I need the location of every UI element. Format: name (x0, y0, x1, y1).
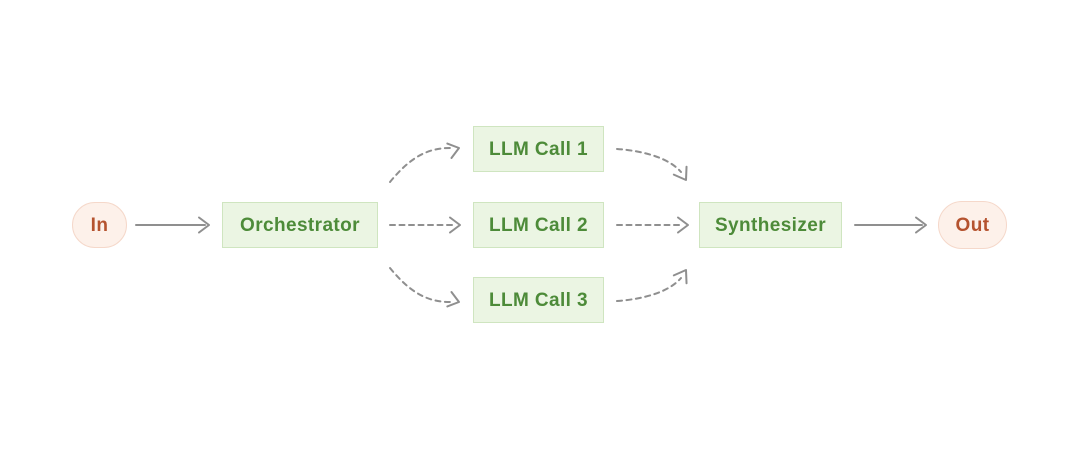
node-llm-call-1[interactable]: LLM Call 1 (473, 126, 604, 172)
edge-synthesizer-to-out (854, 216, 927, 234)
node-in[interactable]: In (72, 202, 127, 248)
edge-llm-call-1-to-synthesizer (616, 148, 688, 181)
edge-orchestrator-to-llm-call-1 (389, 142, 460, 183)
node-llm-call-2[interactable]: LLM Call 2 (473, 202, 604, 248)
node-synthesizer[interactable]: Synthesizer (699, 202, 842, 248)
edge-orchestrator-to-llm-call-3 (389, 267, 460, 308)
edge-orchestrator-to-llm-call-2 (389, 216, 461, 234)
edge-llm-call-3-to-synthesizer (616, 269, 688, 302)
node-llm-call-3[interactable]: LLM Call 3 (473, 277, 604, 323)
node-orchestrator[interactable]: Orchestrator (222, 202, 378, 248)
edge-in-to-orchestrator (135, 216, 210, 234)
node-out[interactable]: Out (938, 201, 1007, 249)
edge-llm-call-2-to-synthesizer (616, 216, 689, 234)
